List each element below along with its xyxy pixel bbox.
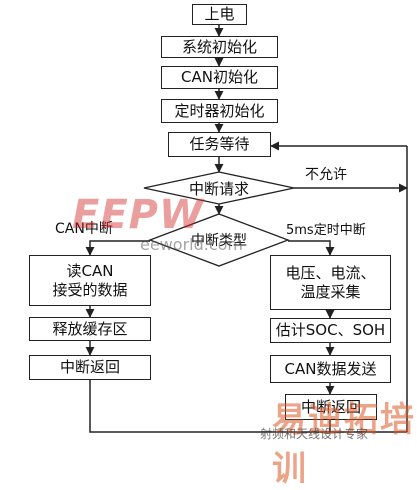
decision-interrupt-request-shape — [143, 171, 295, 205]
decision-interrupt-type-shape — [148, 213, 290, 267]
edge-label-not-allowed: 不允许 — [305, 167, 347, 183]
decision-interrupt-request: 中断请求 — [188, 179, 249, 198]
edge-label-timer-interrupt: 5ms定时中断 — [286, 223, 366, 238]
node-power-on: 上电 — [192, 4, 247, 25]
node-estimate-soc-soh: 估计SOC、SOH — [270, 318, 391, 343]
node-read-can: 读CAN 接受的数据 — [29, 255, 151, 306]
node-interrupt-return-right: 中断返回 — [285, 394, 377, 420]
flowchart-connectors — [85, 25, 408, 433]
node-collect: 电压、电流、 温度采集 — [270, 255, 391, 310]
node-interrupt-return-left: 中断返回 — [29, 355, 151, 380]
node-release-buffer: 释放缓存区 — [29, 317, 151, 341]
node-can-init: CAN初始化 — [161, 66, 278, 89]
node-task-wait: 任务等待 — [168, 132, 271, 157]
node-can-send: CAN数据发送 — [270, 355, 391, 383]
decision-interrupt-type: 中断类型 — [191, 233, 247, 249]
node-system-init: 系统初始化 — [161, 36, 278, 58]
edge-label-can-interrupt: CAN中断 — [55, 221, 113, 237]
node-timer-init: 定时器初始化 — [161, 99, 278, 123]
